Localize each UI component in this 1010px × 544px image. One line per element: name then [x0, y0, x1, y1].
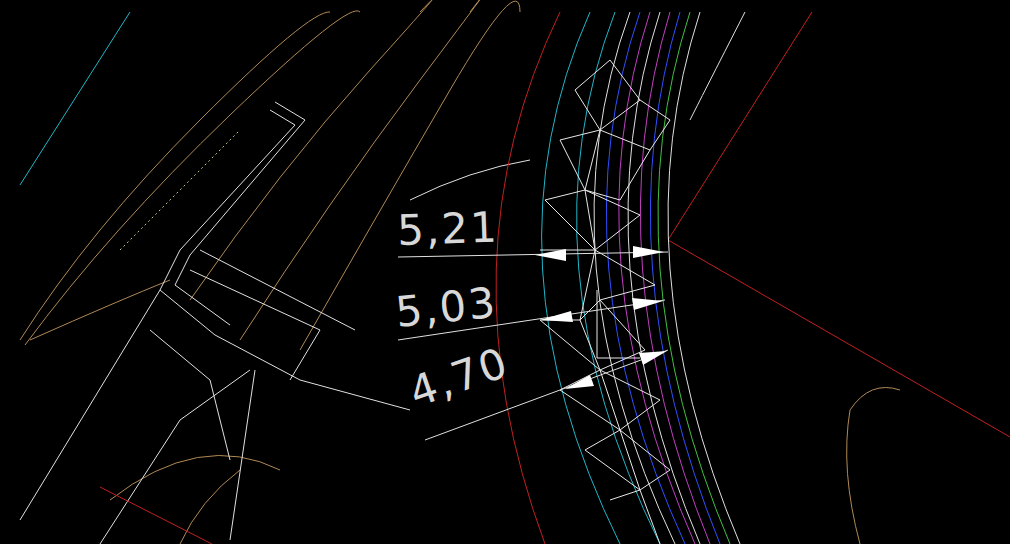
- dimension-value: 4,70: [404, 341, 514, 414]
- dimension-value: 5,03: [394, 282, 499, 334]
- dimension-value: 5,21: [397, 206, 500, 252]
